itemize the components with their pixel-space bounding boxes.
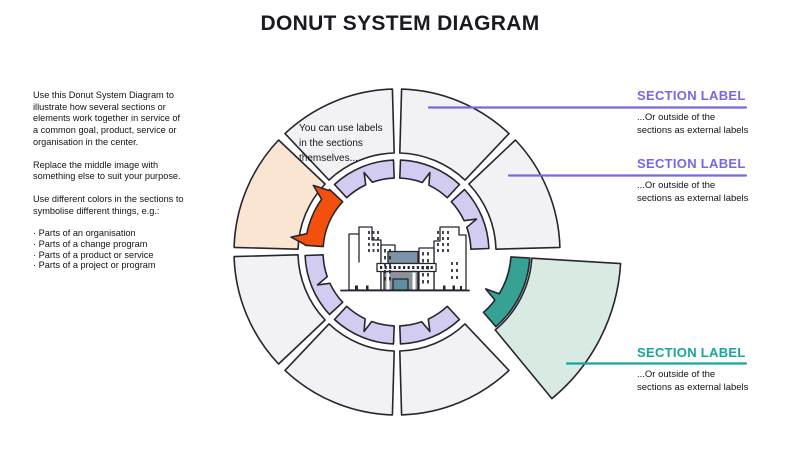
building-window: [389, 270, 391, 274]
building-window: [447, 237, 449, 240]
building-window: [384, 256, 386, 260]
donut-section-7: [233, 139, 326, 250]
building-window: [368, 231, 370, 234]
building-window: [422, 259, 424, 263]
donut-inner-arc-4: [399, 305, 461, 345]
section-label-title: SECTION LABEL: [637, 156, 746, 171]
section-label-description: ...Or outside of the sections as externa…: [637, 180, 749, 204]
building-window: [377, 237, 379, 240]
description-paragraph-3: Use different colors in the sections to …: [33, 193, 184, 216]
description-paragraph-2: Replace the middle image with something …: [33, 159, 181, 182]
donut-inner-arc-1: [399, 159, 461, 199]
building-window: [372, 243, 375, 246]
section-label-title: SECTION LABEL: [637, 88, 746, 103]
building-window: [451, 269, 453, 272]
building-door: [392, 278, 409, 291]
description-paragraph-1: Use this Donut System Diagram to illustr…: [33, 90, 181, 147]
building-window: [451, 276, 453, 279]
building-right-tower: [433, 226, 467, 291]
building-window: [456, 262, 458, 265]
donut-section-6: [233, 254, 326, 365]
building-entrance-pillar: [386, 272, 390, 290]
building-window: [437, 231, 439, 234]
donut-inner-arc-8: [333, 159, 395, 199]
building-window: [368, 249, 370, 252]
donut-inner-arc-6: [304, 254, 344, 316]
building-window: [384, 263, 386, 267]
donut-inner-note: You can use labels in the sections thems…: [299, 123, 383, 164]
donut-ring: [233, 88, 622, 416]
donut-section-8: [284, 88, 395, 181]
external-label-1: SECTION LABEL ...Or outside of the secti…: [637, 88, 787, 137]
donut-inner-arc-2: [450, 188, 490, 250]
building-window: [456, 269, 458, 272]
section-label-title: SECTION LABEL: [637, 345, 746, 360]
building-window: [442, 237, 444, 240]
building-window: [368, 237, 370, 240]
external-label-3: SECTION LABEL ...Or outside of the secti…: [637, 345, 787, 394]
building-window: [427, 273, 429, 277]
building-left-tower: [348, 226, 382, 291]
donut-section-3-pulled-out: [494, 257, 622, 400]
building-entrance-pillar: [412, 272, 416, 290]
building-window: [447, 243, 449, 246]
bullet-list: · Parts of an organisation · Parts of a …: [33, 228, 203, 270]
building-window: [422, 252, 424, 256]
bullet-item: · Parts of a product or service: [33, 249, 154, 260]
building-window: [442, 243, 444, 246]
donut-section-5: [284, 323, 395, 416]
building-window: [422, 266, 424, 270]
donut-inner-arc-5: [333, 305, 395, 345]
building-window: [437, 243, 439, 246]
building-window: [368, 243, 370, 246]
building-roof-slab: [387, 250, 419, 265]
bullet-item: · Parts of a change program: [33, 238, 148, 249]
bullet-item: · Parts of a project or program: [33, 260, 156, 271]
building-window: [427, 280, 429, 284]
building-window: [451, 262, 453, 265]
city-buildings-illustration: [340, 226, 470, 292]
building-window: [427, 259, 429, 263]
building-base-ticks: [355, 285, 462, 291]
building-window: [377, 243, 379, 246]
section-label-description: ...Or outside of the sections as externa…: [637, 369, 749, 393]
building-window: [389, 263, 391, 267]
building-window: [389, 277, 391, 281]
building-window: [384, 270, 386, 274]
building-window: [427, 266, 429, 270]
building-window: [442, 231, 444, 234]
building-window: [427, 252, 429, 256]
donut-section-1: [399, 88, 510, 181]
donut-section-2: [468, 139, 561, 250]
section-label-description: ...Or outside of the sections as externa…: [637, 112, 749, 136]
donut-section-4: [399, 323, 510, 416]
building-window: [372, 231, 375, 234]
building-window: [437, 237, 439, 240]
building-window: [372, 249, 375, 252]
page-title: DONUT SYSTEM DIAGRAM: [260, 12, 540, 35]
building-window: [389, 249, 391, 253]
building-window: [437, 249, 439, 252]
building-window: [422, 280, 424, 284]
building-window: [372, 237, 375, 240]
building-window: [422, 273, 424, 277]
label-connector-lines: [427, 106, 748, 365]
building-window: [377, 231, 379, 234]
building-window: [384, 249, 386, 253]
building-window: [447, 231, 449, 234]
building-window: [377, 249, 379, 252]
donut-inner-arc-3-pulled-out: [482, 256, 531, 328]
building-window: [389, 256, 391, 260]
building-windows: [368, 231, 458, 284]
donut-inner-arc-7: [290, 184, 344, 248]
bullet-item: · Parts of an organisation: [33, 228, 136, 239]
building-window: [456, 276, 458, 279]
description-panel: Use this Donut System Diagram to illustr…: [33, 90, 203, 271]
building-window: [384, 277, 386, 281]
building-window: [442, 249, 444, 252]
external-label-2: SECTION LABEL ...Or outside of the secti…: [637, 156, 787, 205]
building-window: [447, 249, 449, 252]
